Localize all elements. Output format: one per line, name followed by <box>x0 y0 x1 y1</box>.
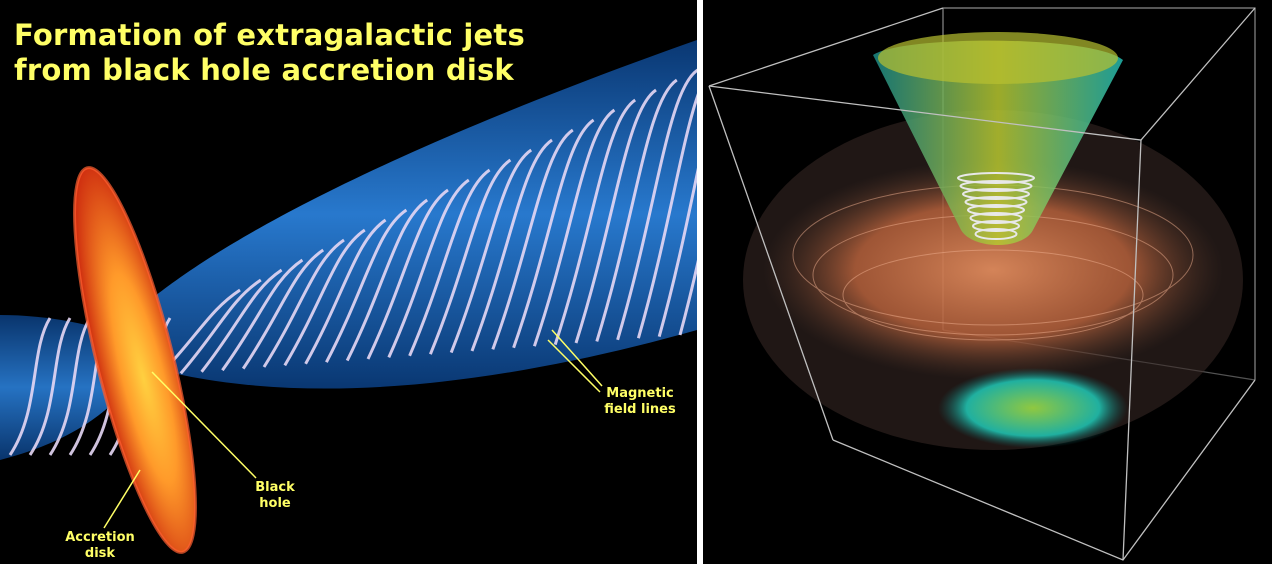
field-line <box>283 228 366 367</box>
accretion-disk-label: Accretion disk <box>52 530 148 562</box>
black-hole-label: Black hole <box>244 480 306 512</box>
field-line <box>325 208 408 363</box>
coil <box>959 180 1033 192</box>
field-line <box>657 167 697 338</box>
accretion-disk <box>74 167 196 553</box>
field-line <box>470 138 553 352</box>
field-line <box>366 188 449 360</box>
field-line <box>553 98 637 346</box>
field-line <box>678 259 697 336</box>
magnetic-field-label-line-1: Magnetic <box>606 386 674 401</box>
field-line <box>48 317 92 456</box>
magnetic-field-label-line-2: field lines <box>604 402 676 417</box>
magnetic-field-label: Magnetic field lines <box>592 386 688 418</box>
figure-title-line-1: Formation of extragalactic jets <box>14 18 525 52</box>
accretion-disk-label-line-2: disk <box>84 546 116 561</box>
field-line <box>262 238 345 368</box>
field-line <box>449 148 533 354</box>
field-line <box>221 258 304 372</box>
coil <box>962 188 1030 200</box>
magnetic-field-lines <box>8 68 697 456</box>
coil <box>964 196 1028 208</box>
field-line <box>200 268 283 373</box>
box-front-edges <box>708 7 1256 561</box>
pointer-lines <box>103 329 603 529</box>
lower-jet <box>938 368 1128 448</box>
simulation-render-panel <box>703 0 1272 564</box>
field-line <box>387 178 470 359</box>
coil <box>974 228 1018 240</box>
field-line <box>179 278 262 375</box>
simulation-render-image <box>708 7 1256 561</box>
upper-jet-cone <box>873 40 1123 245</box>
coil <box>967 204 1025 216</box>
coil <box>972 220 1020 232</box>
field-line <box>512 118 595 349</box>
field-line <box>345 198 429 362</box>
black-hole-label-line-1: Black <box>255 480 295 495</box>
field-line <box>28 317 72 456</box>
jet-illustration-image <box>0 40 697 554</box>
field-line <box>241 248 325 370</box>
field-line <box>616 68 697 341</box>
field-line <box>636 93 697 339</box>
accretion-disk-rim <box>73 166 197 554</box>
field-line <box>8 317 52 456</box>
upper-jet-cap <box>878 32 1118 84</box>
coil <box>957 172 1035 184</box>
field-line <box>595 78 678 342</box>
field-line <box>532 108 616 347</box>
jet-right-body <box>150 40 697 389</box>
accretion-disk-label-line-1: Accretion <box>65 530 135 545</box>
figure-title-line-2: from black hole accretion disk <box>14 53 514 87</box>
jet-coils <box>957 172 1035 240</box>
field-line <box>408 168 491 357</box>
jet-illustration-panel: Formation of extragalactic jets from bla… <box>0 0 697 564</box>
field-line <box>574 88 657 344</box>
coil <box>969 212 1023 224</box>
field-line <box>304 218 387 365</box>
black-hole-label-line-2: hole <box>259 496 291 511</box>
field-line <box>491 128 574 350</box>
accretion-torus <box>763 160 1223 380</box>
field-line <box>429 158 512 355</box>
